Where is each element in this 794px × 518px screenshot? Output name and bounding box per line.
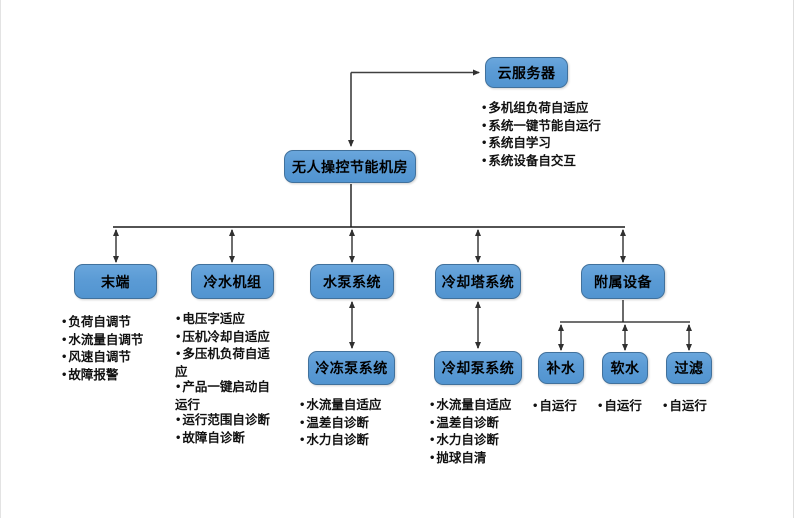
- node-cooling-tower-system: 冷却塔系统: [435, 264, 521, 299]
- bullet-item: 压机冷却自适应: [175, 329, 279, 347]
- node-filter: 过滤: [666, 352, 712, 384]
- list-chilled-pump-system: 水流量自适应 温差自诊断 水力自诊断: [299, 397, 409, 450]
- node-chilled-pump-system: 冷冻泵系统: [308, 351, 395, 385]
- list-soft-water: 自运行: [597, 398, 657, 416]
- node-chiller-unit-label: 冷水机组: [203, 274, 262, 291]
- bullet-item: 多机组负荷自适应: [481, 100, 621, 118]
- bullet-item: 水力自诊断: [299, 432, 409, 450]
- bullet-item: 水流量自调节: [61, 332, 171, 350]
- bullet-item: 风速自调节: [61, 349, 171, 367]
- bullet-item: 故障报警: [61, 367, 171, 385]
- bullet-item: 故障自诊断: [175, 430, 279, 448]
- node-makeup-water-label: 补水: [546, 361, 576, 377]
- node-pump-system: 水泵系统: [310, 264, 394, 299]
- node-terminal-label: 末端: [101, 274, 130, 291]
- node-root-label: 无人操控节能机房: [292, 159, 408, 176]
- node-makeup-water: 补水: [538, 352, 584, 384]
- node-pump-system-label: 水泵系统: [323, 274, 381, 291]
- bullet-item: 系统自学习: [481, 135, 621, 153]
- node-soft-water-label: 软水: [610, 361, 640, 377]
- node-cooling-pump-system: 冷却泵系统: [434, 351, 522, 385]
- list-cooling-pump-system: 水流量自适应 温差自诊断 水力自诊断 抛球自清: [429, 397, 539, 467]
- bullet-item: 温差自诊断: [299, 415, 409, 433]
- list-makeup-water: 自运行: [532, 398, 592, 416]
- node-cooling-pump-system-label: 冷却泵系统: [441, 361, 515, 377]
- node-cloud-server-label: 云服务器: [497, 65, 556, 82]
- bullet-item: 运行范围自诊断: [175, 412, 279, 430]
- node-auxiliary-equipment: 附属设备: [581, 264, 665, 299]
- list-terminal: 负荷自调节 水流量自调节 风速自调节 故障报警: [61, 314, 171, 384]
- node-cloud-server: 云服务器: [485, 57, 568, 88]
- bullet-item: 水力自诊断: [429, 432, 539, 450]
- bullet-item: 系统设备自交互: [481, 153, 621, 171]
- bullet-item: 多压机负荷自适应: [175, 346, 279, 379]
- node-chiller-unit: 冷水机组: [191, 264, 274, 299]
- bullet-item: 自运行: [662, 398, 722, 416]
- bullet-item: 负荷自调节: [61, 314, 171, 332]
- node-auxiliary-equipment-label: 附属设备: [594, 274, 652, 291]
- node-soft-water: 软水: [602, 352, 648, 384]
- node-terminal: 末端: [74, 264, 157, 299]
- bullet-item: 温差自诊断: [429, 415, 539, 433]
- list-filter: 自运行: [662, 398, 722, 416]
- list-chiller-unit: 电压字适应 压机冷却自适应 多压机负荷自适应 产品一键启动自运行 运行范围自诊断…: [175, 311, 279, 447]
- bullet-item: 电压字适应: [175, 311, 279, 329]
- node-root: 无人操控节能机房: [284, 150, 416, 183]
- bullet-item: 水流量自适应: [299, 397, 409, 415]
- bullet-item: 系统一键节能自运行: [481, 118, 621, 136]
- bullet-item: 自运行: [532, 398, 592, 416]
- bullet-item: 水流量自适应: [429, 397, 539, 415]
- bullet-item: 抛球自清: [429, 450, 539, 468]
- node-cooling-tower-system-label: 冷却塔系统: [441, 274, 515, 291]
- list-cloud-server: 多机组负荷自适应 系统一键节能自运行 系统自学习 系统设备自交互: [481, 100, 621, 170]
- node-filter-label: 过滤: [674, 361, 704, 377]
- bullet-item: 自运行: [597, 398, 657, 416]
- node-chilled-pump-system-label: 冷冻泵系统: [315, 361, 388, 377]
- bullet-item: 产品一键启动自运行: [175, 379, 279, 412]
